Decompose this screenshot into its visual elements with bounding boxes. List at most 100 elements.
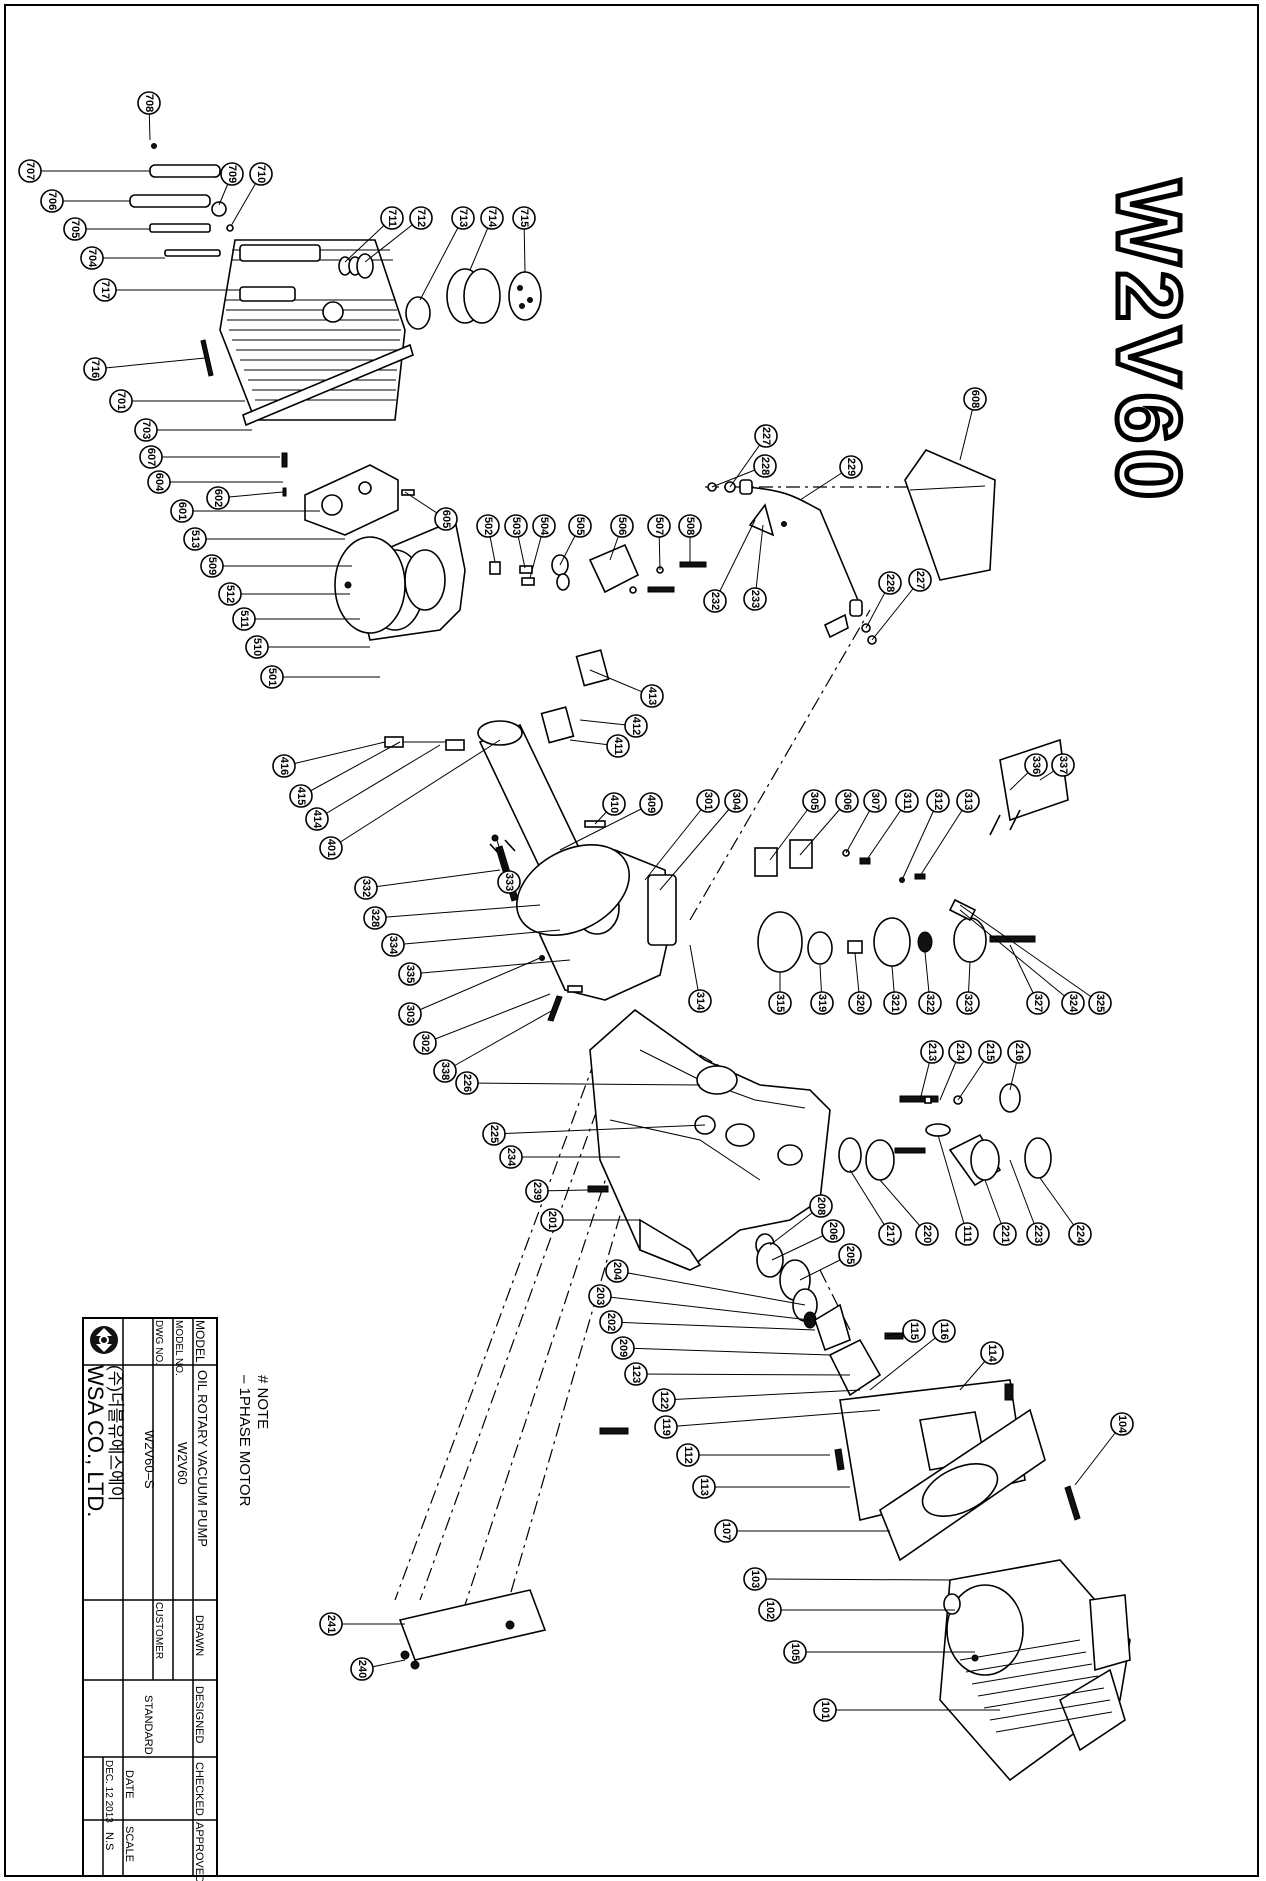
balloon-circle [654,1415,678,1439]
balloon-circle [482,1122,506,1146]
leader-lines [30,102,1123,1711]
note-line: – 1PHASE MOTOR [236,1375,253,1507]
balloon-label: 704 [86,249,98,268]
leader-line-332 [365,869,501,889]
part-balloon-101: 101 [813,1698,837,1722]
balloon-circle [319,1612,343,1636]
balloon-circle [381,933,405,957]
oil-pipe-assembly [707,479,877,645]
balloon-label: 116 [938,1322,950,1340]
part-balloon-411: 411 [606,734,630,758]
balloon-circle [532,514,556,538]
part-balloon-102: 102 [758,1598,782,1622]
date-value: DEC. 12 2013 [103,1760,114,1823]
part-balloon-301: 301 [696,789,720,813]
balloon-label: 503 [510,517,522,535]
balloon-label: 328 [369,909,381,927]
part-balloon-509: 509 [200,554,224,578]
balloon-circle [499,1145,523,1169]
drawing-border [4,4,1259,1877]
balloon-label: 334 [387,936,399,955]
balloon-label: 224 [1074,1225,1086,1244]
dwg-no-value: W2V60–S [142,1430,157,1489]
balloon-circle [249,162,273,186]
balloon-label: 122 [658,1391,670,1409]
balloon-circle [753,454,777,478]
balloon-label: 512 [224,585,236,603]
balloon-label: 107 [720,1522,732,1540]
balloon-circle [218,582,242,606]
balloon-label: 304 [730,792,742,811]
balloon-circle [955,1222,979,1246]
balloon-label: 205 [844,1246,856,1264]
leader-line-335 [409,959,571,975]
balloon-circle [350,1657,374,1681]
part-balloon-716: 716 [83,357,107,381]
part-balloon-401: 401 [319,836,343,860]
balloon-label: 711 [386,209,398,227]
model-no-value: W2V60 [175,1442,190,1485]
part-balloon-512: 512 [218,582,242,606]
part-balloon-208: 208 [809,1194,833,1218]
balloon-circle [611,1336,635,1360]
balloon-circle [703,589,727,613]
balloon-label: 313 [962,792,974,810]
balloon-circle [743,1567,767,1591]
part-balloon-314: 314 [688,989,712,1013]
balloon-label: 713 [457,209,469,227]
leader-line-414 [316,744,441,820]
balloon-circle [1051,753,1075,777]
balloon-label: 214 [954,1043,966,1062]
customer-label: CUSTOMER [153,1602,164,1659]
assembly-lines [394,486,912,1631]
balloon-label: 710 [255,165,267,183]
part-balloon-234: 234 [499,1145,523,1169]
balloon-circle [398,962,422,986]
leader-line-302 [424,993,551,1044]
balloon-circle [863,789,887,813]
balloon-label: 325 [1094,994,1106,1012]
balloon-label: 513 [189,530,201,548]
balloon-circle [809,1194,833,1218]
leader-line-324 [959,909,1074,1004]
balloon-circle [963,387,987,411]
balloon-label: 412 [630,717,642,735]
balloon-label: 602 [212,489,224,507]
balloon-circle [802,789,826,813]
leader-line-227 [871,579,921,641]
balloon-label: 233 [749,590,761,608]
part-balloon-503: 503 [504,514,528,538]
part-balloon-303: 303 [398,1002,422,1026]
part-balloon-513: 513 [183,527,207,551]
balloon-circle [1088,991,1112,1015]
leader-line-232 [714,519,756,602]
balloon-label: 505 [574,517,586,535]
balloon-circle [245,635,269,659]
leader-line-204 [616,1270,806,1306]
part-balloon-711: 711 [380,206,404,230]
balloon-circle [63,217,87,241]
part-balloon-305: 305 [802,789,826,813]
balloon-label: 338 [439,1062,451,1080]
balloon-label: 502 [482,517,494,535]
part-balloon-228: 228 [878,571,902,595]
date-label: DATE [123,1770,135,1799]
pump-housing-assembly [489,738,1069,1022]
balloon-circle [624,714,648,738]
part-balloon-415: 415 [289,784,313,808]
balloon-label: 232 [709,592,721,610]
balloon-circle [883,991,907,1015]
balloon-circle [678,514,702,538]
part-balloon-410: 410 [602,792,626,816]
balloon-circle [980,1341,1004,1365]
balloon-label: 301 [702,792,714,810]
part-balloon-203: 203 [588,1284,612,1308]
part-balloon-216: 216 [1007,1040,1031,1064]
scale-value: N.S [103,1832,115,1850]
part-balloon-232: 232 [703,589,727,613]
balloon-label: 241 [325,1615,337,1633]
balloon-circle [170,499,194,523]
part-balloon-337: 337 [1051,753,1075,777]
balloon-circle [80,246,104,270]
balloon-circle [504,514,528,538]
